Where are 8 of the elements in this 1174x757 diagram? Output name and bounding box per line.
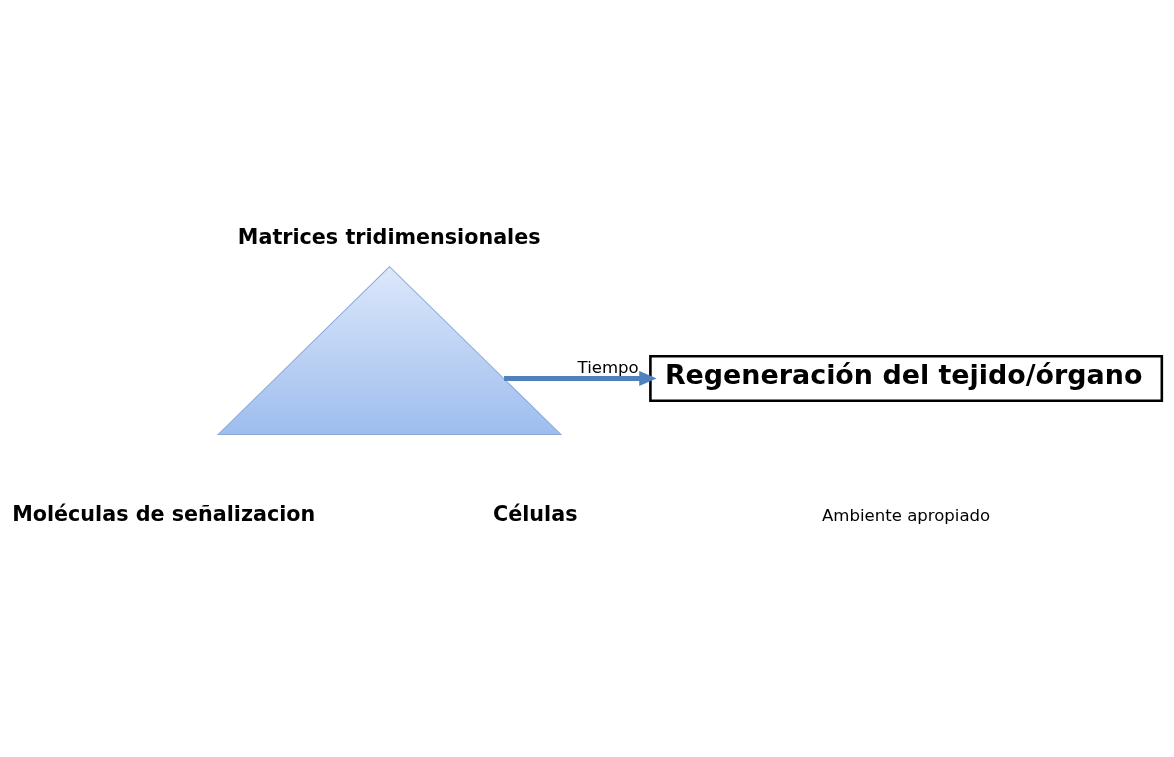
- label: Ambiente apropiado: [822, 506, 991, 526]
- node-label: Células: [493, 502, 578, 527]
- node-label: Matrices tridimensionales: [237, 224, 541, 249]
- edge-label: Tiempo: [577, 358, 639, 378]
- node-box: Regeneración del tejido/órgano: [649, 354, 1164, 403]
- node-label: Moléculas de señalizacion: [12, 502, 316, 527]
- node-triangle: [216, 265, 563, 435]
- arrow: [504, 370, 657, 387]
